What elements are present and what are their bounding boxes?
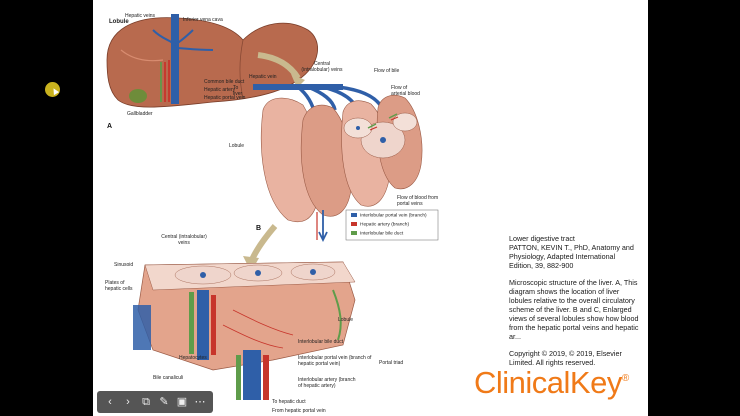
- label-inferior-vena-cava: Inferior vena cava: [183, 17, 223, 23]
- legend-portal-vein: Interlobular portal vein (branch): [351, 213, 427, 218]
- panel-letter-b: B: [256, 225, 262, 232]
- label-hepatic-vein: Hepatic vein: [249, 74, 277, 80]
- label-common-bile-duct: Common bile duct: [204, 79, 245, 85]
- label-flow-arterial-blood: Flow of arterial blood: [391, 85, 420, 97]
- legend-label: Interlobular portal vein (branch): [360, 213, 427, 219]
- forward-icon[interactable]: ›: [126, 396, 130, 408]
- liver-figure: [106, 14, 439, 400]
- label-gallbladder: Gallbladder: [127, 111, 153, 117]
- label-flow-blood-portal: Flow of blood from portal veins: [397, 195, 439, 207]
- label-central-veins-c: Central (intralobular) veins: [161, 234, 207, 246]
- label-hepatocytes: Hepatocytes: [179, 355, 207, 361]
- label-portal-triad: Portal triad: [379, 360, 404, 366]
- label-sinusoid: Sinusoid: [114, 262, 134, 268]
- label-hepatic-artery: Hepatic artery: [204, 87, 236, 93]
- caption-authors: PATTON, KEVIN T., PhD, Anatomy and Physi…: [509, 243, 634, 270]
- present-icon[interactable]: ▣: [176, 396, 188, 408]
- panel-letter-a: A: [107, 123, 113, 130]
- lobule-cross-section: [133, 261, 356, 400]
- lobule-illustration: [253, 84, 423, 243]
- label-from-hepatic-portal-vein: From hepatic portal vein: [272, 408, 326, 414]
- legend-swatch-red: [351, 222, 357, 226]
- legend-swatch-blue: [351, 213, 357, 217]
- more-icon[interactable]: ⋯: [194, 396, 206, 408]
- brand-mark: ®: [621, 373, 629, 384]
- legend-hepatic-artery: Hepatic artery (branch): [351, 222, 409, 227]
- caption-description: Microscopic structure of the liver. A, T…: [509, 278, 639, 341]
- liver-illustration: [106, 14, 318, 108]
- label-central-veins: Central (intralobular) veins: [301, 61, 343, 73]
- clinicalkey-logo: ClinicalKey®: [474, 365, 629, 401]
- slide: Lobule Hepatic veins Inferior vena cava …: [93, 0, 648, 416]
- cursor-highlight-icon: [45, 82, 60, 97]
- label-lobule: Lobule: [109, 19, 129, 25]
- label-to-liver: To liver: [233, 85, 243, 97]
- legend-label: Hepatic artery (branch): [360, 222, 410, 228]
- label-hepatic-veins: Hepatic veins: [125, 13, 156, 19]
- label-interlobular-artery: Interlobular artery (branch of hepatic a…: [298, 377, 356, 389]
- label-interlobular-portal-vein: Interlobular portal vein (branch of hepa…: [298, 355, 372, 367]
- caption-copyright: Copyright © 2019, © 2019, Elsevier Limit…: [509, 349, 622, 367]
- label-flow-of-bile: Flow of bile: [374, 68, 400, 74]
- label-interlobular-bile-duct: Interlobular bile duct: [298, 339, 344, 345]
- caption-title: Lower digestive tract: [509, 234, 575, 243]
- back-icon[interactable]: ‹: [108, 396, 112, 408]
- label-to-hepatic-duct: To hepatic duct: [272, 399, 306, 405]
- legend-swatch-green: [351, 231, 357, 235]
- presentation-toolbar: ‹ › ⧉ ✎ ▣ ⋯: [97, 391, 213, 413]
- label-bile-canaliculi: Bile canaliculi: [153, 375, 184, 381]
- label-plates-hepatic-cells: Plates of hepatic cells: [105, 280, 133, 292]
- legend-label: Interlobular bile duct: [360, 231, 404, 237]
- copy-icon[interactable]: ⧉: [142, 396, 150, 408]
- legend-bile-duct: Interlobular bile duct: [351, 231, 403, 236]
- figure-caption: Lower digestive tract PATTON, KEVIN T., …: [509, 234, 641, 375]
- label-lobule-b: Lobule: [229, 143, 245, 149]
- brand-name: ClinicalKey: [474, 365, 622, 400]
- label-lobule-c: Lobule: [338, 317, 354, 323]
- label-hepatic-portal-vein: Hepatic portal vein: [204, 95, 246, 101]
- pencil-icon[interactable]: ✎: [159, 396, 169, 408]
